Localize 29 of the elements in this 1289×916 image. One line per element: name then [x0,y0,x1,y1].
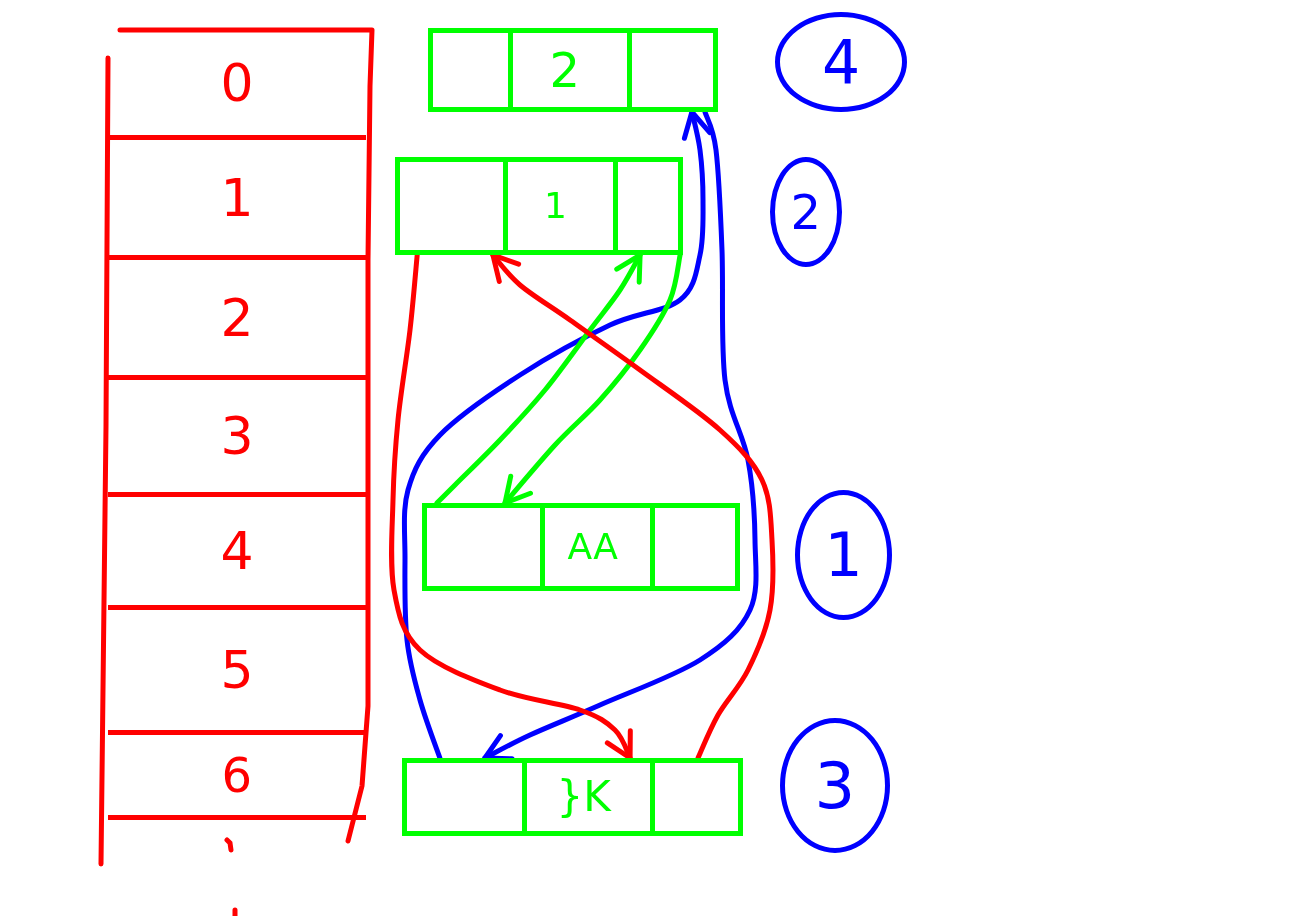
arrow [434,252,643,506]
order-circle [795,490,892,620]
arrow [389,252,634,761]
list-node-box [422,503,740,591]
list-node-box [402,758,743,836]
index-label: 6 [221,751,253,799]
array-frame [98,26,376,868]
node-value: AA [567,529,618,565]
node-value: 1 [544,188,567,224]
arrow [502,252,683,506]
node-value: }K [556,776,611,818]
list-node-box [428,28,718,112]
arrow [401,109,713,761]
arrow [490,252,776,761]
index-label: 0 [220,56,254,109]
node-value: 2 [549,46,581,94]
order-number: 2 [790,188,822,236]
index-label: 2 [220,291,254,344]
order-number: 4 [822,32,861,92]
order-number: 3 [814,753,856,818]
index-label: 4 [220,525,254,577]
index-label: 1 [220,171,254,224]
order-circle [770,157,842,267]
order-circle [780,718,890,853]
order-circle [775,12,907,112]
list-node-box [395,157,683,255]
index-label: 3 [220,410,254,462]
index-label: 5 [220,644,254,696]
order-number: 1 [824,525,863,585]
